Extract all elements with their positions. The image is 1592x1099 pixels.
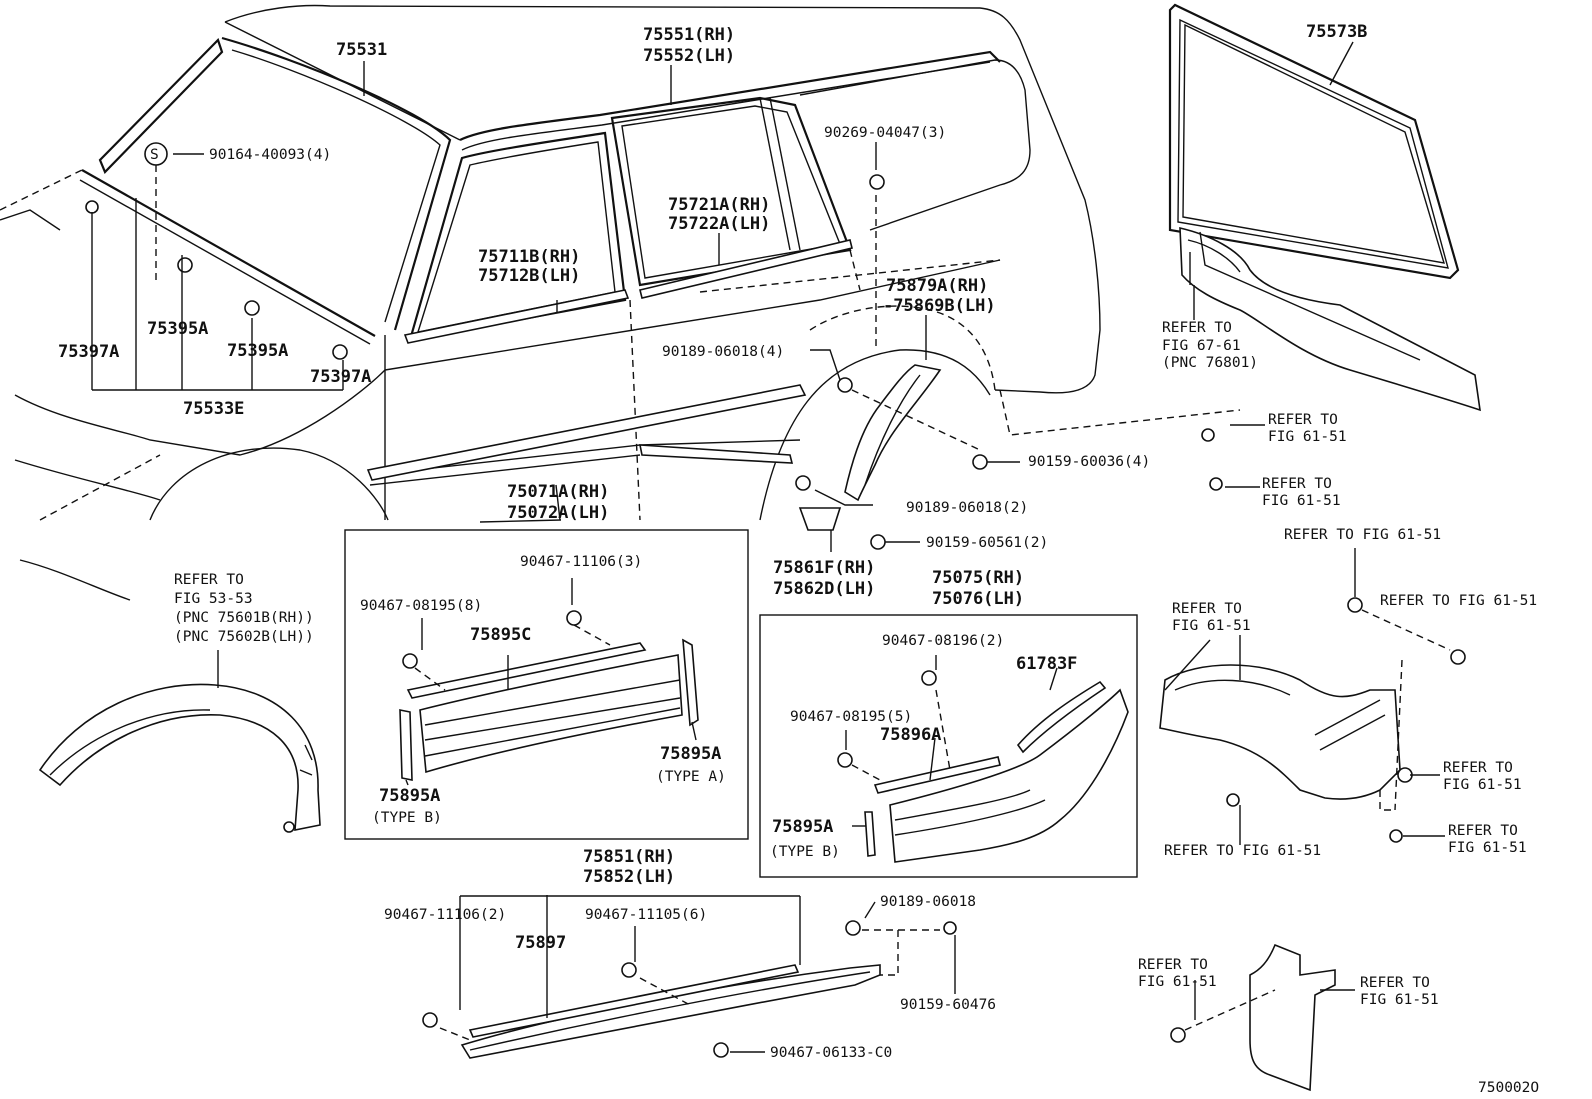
ref-9-line1: REFER TO [1138, 957, 1208, 973]
label-75711b-rh: 75711B(RH) [478, 247, 580, 267]
label-type-a: (TYPE A) [656, 769, 726, 785]
ref-5-line2: FIG 61-51 [1172, 618, 1251, 634]
label-90467-11105-6: 90467-11105(6) [585, 907, 707, 923]
ref-fig-67-61-line1: REFER TO [1162, 320, 1232, 336]
label-90164-40093: 90164-40093(4) [209, 147, 331, 163]
label-75712b-lh: 75712B(LH) [478, 266, 580, 286]
label-75552-lh: 75552(LH) [643, 46, 735, 66]
label-75862d-lh: 75862D(LH) [773, 579, 875, 599]
label-75395a-2: 75395A [227, 341, 288, 361]
ref-10-line2: FIG 61-51 [1360, 992, 1439, 1008]
ref-7-line2: FIG 61-51 [1448, 840, 1527, 856]
rear-door-molding-box [759, 614, 1138, 878]
label-75533e: 75533E [183, 399, 244, 419]
label-75896a: 75896A [880, 725, 941, 745]
label-75861f-rh: 75861F(RH) [773, 558, 875, 578]
ref-fig-53-53-line3: (PNC 75601B(RH)) [174, 610, 314, 626]
label-75895c: 75895C [470, 625, 531, 645]
label-75851-rh: 75851(RH) [583, 847, 675, 867]
figure-id: 750002O [1478, 1080, 1539, 1096]
front-fender-flare [38, 683, 321, 831]
label-75721a-rh: 75721A(RH) [668, 195, 770, 215]
label-75075-rh: 75075(RH) [932, 568, 1024, 588]
label-90189-06018-4: 90189-06018(4) [662, 344, 784, 360]
rear-fender-flare [1159, 664, 1401, 800]
label-75869b-lh: -75869B(LH) [883, 296, 996, 316]
ref-fig-53-53-line1: REFER TO [174, 572, 244, 588]
label-75852-lh: 75852(LH) [583, 867, 675, 887]
side-protector-molding [366, 384, 807, 481]
label-75879a-rh: 75879A(RH) [886, 276, 988, 296]
front-door-molding-box [344, 529, 749, 840]
ref-4: REFER TO FIG 61-51 [1380, 593, 1537, 609]
reference-notes: REFER TO FIG 53-53 (PNC 75601B(RH)) (PNC… [174, 320, 1537, 1008]
label-90467-06133-c0: 90467-06133-C0 [770, 1045, 892, 1061]
rear-arch-molding-75879a [844, 364, 942, 502]
ref-10-line1: REFER TO [1360, 975, 1430, 991]
label-90467-08195-5: 90467-08195(5) [790, 709, 912, 725]
label-75071a-rh: 75071A(RH) [507, 482, 609, 502]
back-door-weatherstrip-75573b [1168, 3, 1460, 280]
ref-5-line1: REFER TO [1172, 601, 1242, 617]
ref-3: REFER TO FIG 61-51 [1284, 527, 1441, 543]
ref-7-line1: REFER TO [1448, 823, 1518, 839]
label-90189-06018-2: 90189-06018(2) [906, 500, 1028, 516]
label-90467-11106-2: 90467-11106(2) [384, 907, 506, 923]
label-75076-lh: 75076(LH) [932, 589, 1024, 609]
label-75897: 75897 [515, 933, 566, 953]
front-door-molding-75895c [399, 638, 699, 781]
label-75895a-type-a: 75895A [660, 744, 721, 764]
roof-drip-molding [459, 50, 1001, 151]
label-90159-60036-4: 90159-60036(4) [1028, 454, 1150, 470]
ref-1-line1: REFER TO [1268, 412, 1338, 428]
ref-2-line2: FIG 61-51 [1262, 493, 1341, 509]
ref-6-line1: REFER TO [1443, 760, 1513, 776]
label-75551-rh: 75551(RH) [643, 25, 735, 45]
label-75531: 75531 [336, 40, 387, 60]
rear-door-molding-75896a [864, 680, 1129, 863]
belt-molding-front [403, 289, 630, 344]
label-90467-11106-3: 90467-11106(3) [520, 554, 642, 570]
leader-lines [91, 41, 1451, 1053]
mud-guard [1249, 943, 1336, 1092]
ref-1-line2: FIG 61-51 [1268, 429, 1347, 445]
label-type-b-2: (TYPE B) [770, 844, 840, 860]
ref-8: REFER TO FIG 61-51 [1164, 843, 1321, 859]
back-door-garnish-panel [1179, 226, 1481, 412]
ref-fig-67-61-line2: FIG 67-61 [1162, 338, 1241, 354]
label-75895a-type-b-2: 75895A [772, 817, 833, 837]
label-90467-08195-8: 90467-08195(8) [360, 598, 482, 614]
vehicle-body-outline [0, 4, 1241, 601]
label-75722a-lh: 75722A(LH) [668, 214, 770, 234]
belt-molding-rear [639, 239, 853, 299]
label-75895a-type-b-1: 75895A [379, 786, 440, 806]
label-75573b: 75573B [1306, 22, 1367, 42]
ref-fig-67-61-line3: (PNC 76801) [1162, 355, 1258, 371]
label-type-b-1: (TYPE B) [372, 810, 442, 826]
ref-9-line2: FIG 61-51 [1138, 974, 1217, 990]
label-90269-04047: 90269-04047(3) [824, 125, 946, 141]
label-75397a-2: 75397A [310, 367, 371, 387]
ref-6-line2: FIG 61-51 [1443, 777, 1522, 793]
part-labels: 75531 75551(RH) 75552(LH) 75573B S 90164… [58, 22, 1367, 1061]
label-90159-60561-2: 90159-60561(2) [926, 535, 1048, 551]
label-s-symbol: S [150, 147, 159, 163]
label-90159-60476: 90159-60476 [900, 997, 996, 1013]
label-90467-08196-2: 90467-08196(2) [882, 633, 1004, 649]
label-61783f: 61783F [1016, 654, 1077, 674]
ref-2-line1: REFER TO [1262, 476, 1332, 492]
ref-fig-53-53-line4: (PNC 75602B(LH)) [174, 629, 314, 645]
label-75397a-1: 75397A [58, 342, 119, 362]
label-90189-06018: 90189-06018 [880, 894, 976, 910]
label-75395a-1: 75395A [147, 319, 208, 339]
label-75072a-lh: 75072A(LH) [507, 503, 609, 523]
ref-fig-53-53-line2: FIG 53-53 [174, 591, 253, 607]
